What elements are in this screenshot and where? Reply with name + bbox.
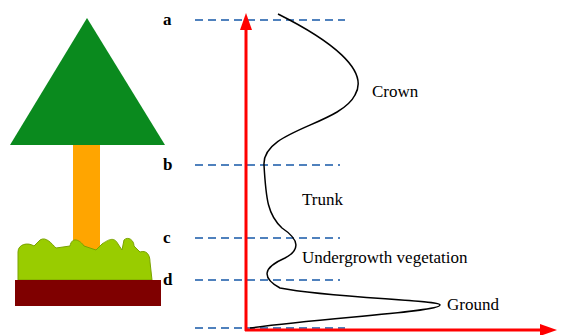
ground-layer [15,280,161,306]
height-line [195,237,340,239]
height-letter: d [163,271,172,290]
axis-arrowhead [240,13,252,30]
layer-label: Crown [372,83,418,102]
undergrowth-shape [18,238,152,280]
height-letter: b [163,156,172,175]
tree-crown [10,18,165,145]
axis-arrowhead [540,324,557,335]
height-line [195,279,340,281]
height-letter: a [163,11,172,30]
horizontal-axis [245,329,542,332]
height-line [195,19,345,21]
layer-label: Ground [447,296,499,315]
profile-curve [250,14,440,328]
vertical-axis [245,28,248,331]
height-letter: c [163,229,171,248]
layer-label: Trunk [302,191,343,210]
layer-label: Undergrowth vegetation [302,249,467,268]
height-line [195,164,340,166]
